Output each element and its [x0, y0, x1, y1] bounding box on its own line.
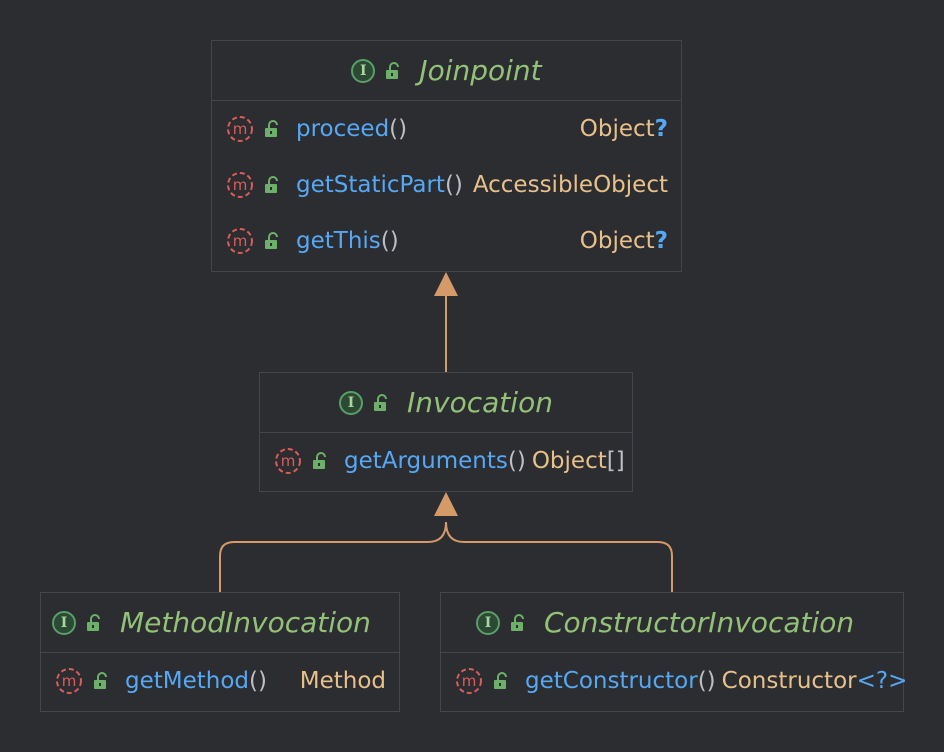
unlocked-public-icon	[313, 452, 326, 469]
arrowhead-joinpoint	[434, 272, 458, 296]
method-name: getArguments	[344, 448, 508, 474]
class-name: Invocation	[407, 386, 553, 419]
class-name: ConstructorInvocation	[544, 606, 855, 639]
method-row[interactable]: m getArguments () Object[]	[260, 433, 632, 489]
class-header: I ConstructorInvocation	[441, 593, 903, 653]
unlocked-public-icon	[87, 613, 100, 631]
method-row[interactable]: m getMethod () Method	[41, 653, 399, 709]
svg-text:m: m	[281, 452, 296, 470]
interface-icon: I	[351, 58, 376, 83]
return-type: Object[]	[531, 448, 625, 474]
unlocked-public-icon	[265, 176, 278, 193]
method-params: ()	[249, 668, 267, 694]
class-header: I Joinpoint	[212, 41, 681, 101]
method-name: getThis	[296, 228, 381, 254]
unlocked-public-icon	[494, 672, 507, 689]
arrowhead-invocation	[434, 492, 458, 516]
method-row[interactable]: m proceed () Object?	[212, 101, 681, 157]
class-name: MethodInvocation	[120, 606, 371, 639]
class-box-methodinvocation[interactable]: I MethodInvocation m getMethod () Method	[40, 592, 400, 712]
method-name: proceed	[296, 116, 390, 142]
svg-text:m: m	[233, 120, 248, 138]
svg-text:m: m	[233, 176, 248, 194]
method-row[interactable]: m getStaticPart () AccessibleObject	[212, 157, 681, 213]
method-name: getConstructor	[525, 668, 698, 694]
unlocked-public-icon	[374, 393, 388, 411]
class-name: Joinpoint	[419, 54, 542, 87]
svg-text:m: m	[62, 672, 77, 690]
method-name: getMethod	[125, 668, 250, 694]
svg-text:m: m	[233, 232, 248, 250]
return-type: Constructor<?>	[721, 668, 908, 694]
method-params: ()	[697, 668, 716, 694]
unlocked-public-icon	[386, 61, 400, 79]
interface-icon: I	[476, 610, 500, 635]
method-row[interactable]: m getConstructor () Constructor<?>	[441, 653, 907, 709]
edge-constructorinvocation-invocation	[445, 521, 673, 592]
method-icon: m	[56, 668, 82, 694]
method-icon: m	[275, 448, 301, 474]
method-params: ()	[380, 228, 399, 254]
class-box-invocation[interactable]: I Invocation m getArguments () Object[]	[259, 372, 633, 492]
class-box-joinpoint[interactable]: I Joinpoint m proceed () Object? m getSt…	[211, 40, 682, 272]
unlocked-public-icon	[265, 120, 278, 137]
return-type: Object?	[579, 116, 668, 142]
method-name: getStaticPart	[296, 172, 445, 198]
interface-icon: I	[339, 390, 364, 415]
method-row[interactable]: m getThis () Object?	[212, 213, 681, 269]
method-icon: m	[456, 668, 482, 694]
unlocked-public-icon	[511, 613, 524, 631]
unlocked-public-icon	[94, 672, 107, 689]
return-type: Method	[299, 668, 386, 694]
method-icon: m	[227, 116, 253, 142]
method-params: ()	[444, 172, 463, 198]
method-params: ()	[389, 116, 408, 142]
return-type: Object?	[579, 228, 668, 254]
method-icon: m	[227, 172, 253, 198]
interface-icon: I	[52, 610, 76, 635]
svg-text:m: m	[462, 672, 477, 690]
class-header: I Invocation	[260, 373, 632, 433]
class-header: I MethodInvocation	[41, 593, 399, 653]
return-type: AccessibleObject	[472, 172, 668, 198]
method-params: ()	[507, 448, 526, 474]
edge-methodinvocation-invocation	[219, 521, 447, 592]
class-box-constructorinvocation[interactable]: I ConstructorInvocation m getConstructor…	[440, 592, 907, 712]
method-icon: m	[227, 228, 253, 254]
unlocked-public-icon	[265, 232, 278, 249]
